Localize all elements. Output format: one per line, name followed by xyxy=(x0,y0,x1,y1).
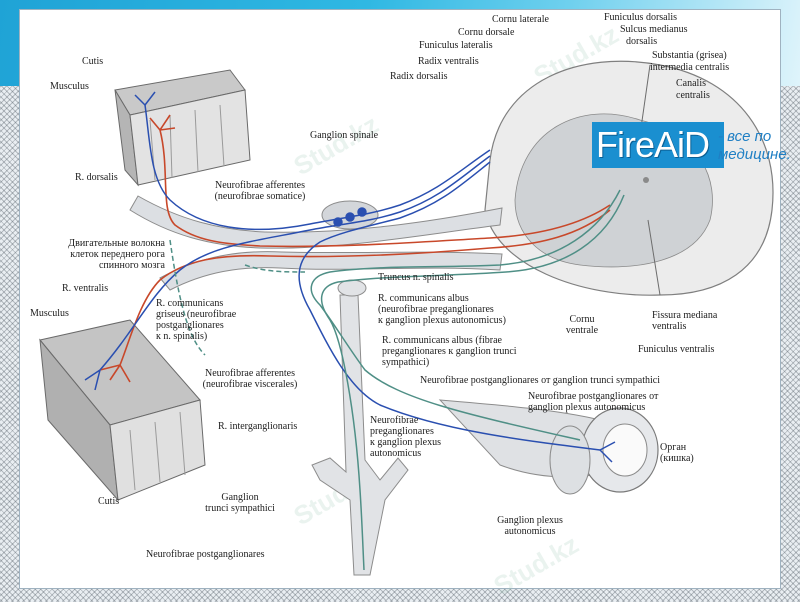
label-funiculus-ventralis: Funiculus ventralis xyxy=(638,344,715,355)
label-ganglion-plexus: Ganglion plexus autonomicus xyxy=(480,515,580,537)
intestine-organ xyxy=(438,399,659,495)
label-line: autonomicus xyxy=(504,526,556,537)
logo-name: FireAiD xyxy=(592,122,724,168)
label-nf-post-plexus: Neurofibrae postganglionares от ganglion… xyxy=(528,391,658,413)
logo-tagline-line: медицине. xyxy=(718,146,791,163)
label-line: Орган xyxy=(660,442,687,453)
label-line: Neurofibrae xyxy=(370,415,419,426)
label-line: Neurofibrae afferentes xyxy=(214,180,306,191)
label-nf-preganglionares: Neurofibrae preganglionares к ganglion p… xyxy=(370,415,441,459)
motor-fibers xyxy=(99,114,611,383)
label-line: Neurofibrae afferentes xyxy=(204,368,296,379)
label-line: клеток переднего рога xyxy=(70,249,165,260)
logo: FireAiD - все по медицине. xyxy=(592,122,800,174)
label-r-interganglionaris: R. interganglionaris xyxy=(218,421,298,432)
label-substantia: Substantia (grisea) xyxy=(652,50,727,61)
label-cornu-dorsale: Cornu dorsale xyxy=(458,27,515,38)
label-line: postganglionares xyxy=(156,320,224,331)
label-r-ventralis: R. ventralis xyxy=(62,283,109,294)
label-musculus-bottom: Musculus xyxy=(30,308,69,319)
label-r-dorsalis: R. dorsalis xyxy=(75,172,118,183)
label-ganglion-trunci: Ganglion trunci sympathici xyxy=(190,492,290,514)
label-organ: Орган (кишка) xyxy=(660,442,694,464)
label-nf-post-bottom: Neurofibrae postganglionares xyxy=(146,549,265,560)
label-line: preganglionares xyxy=(370,426,434,437)
label-intermedia-centralis: intermedia centralis xyxy=(650,62,730,73)
label-line: (кишка) xyxy=(660,453,694,464)
label-r-communicans-griseus: R. communicans griseus (neurofibrae post… xyxy=(156,298,236,342)
label-r-communicans-albus-2: R. communicans albus (fibrae preganglion… xyxy=(382,335,517,368)
label-canalis-centralis: centralis xyxy=(676,90,710,101)
label-funiculus-lateralis: Funiculus lateralis xyxy=(419,40,493,51)
label-line: к n. spinalis) xyxy=(156,331,208,342)
slide-content: Stud.kz Stud.kz Stud.kz Stud.kz xyxy=(20,10,791,601)
label-line: ventralis xyxy=(652,321,687,332)
label-ganglion-spinale: Ganglion spinale xyxy=(310,130,379,141)
label-line: ganglion plexus autonomicus xyxy=(528,402,646,413)
label-line: autonomicus xyxy=(370,448,422,459)
label-radix-dorsalis: Radix dorsalis xyxy=(390,71,448,82)
label-line: (neurofibrae viscerales) xyxy=(202,379,298,390)
logo-tagline-line: - все по xyxy=(718,128,772,145)
label-line: Neurofibrae postganglionares от xyxy=(528,391,659,402)
label-nf-afferentes-somatice: Neurofibrae afferentes (neurofibrae soma… xyxy=(180,180,340,202)
sensory-fibers xyxy=(84,91,616,463)
label-sulcus-medianus: Sulcus medianus xyxy=(620,24,688,35)
label-cutis-top: Cutis xyxy=(82,56,104,67)
label-fissura-mediana: Fissura mediana ventralis xyxy=(652,310,717,332)
label-line: Ganglion xyxy=(221,492,259,503)
label-nf-afferentes-viscerales: Neurofibrae afferentes (neurofibrae visc… xyxy=(175,368,325,390)
label-line: (neurofibrae preganglionares xyxy=(378,304,494,315)
label-truncus: Truncus n. spinalis xyxy=(378,272,454,283)
label-line: Cornu xyxy=(569,314,595,325)
label-line: Ganglion plexus xyxy=(497,515,563,526)
label-line: Fissura mediana xyxy=(652,310,718,321)
label-line: к ganglion plexus autonomicus) xyxy=(378,315,506,326)
label-line: R. communicans xyxy=(156,298,224,309)
label-line: Двигательные волокна xyxy=(68,238,165,249)
label-line: griseus (neurofibrae xyxy=(156,309,237,320)
label-funiculus-dorsalis: Funiculus dorsalis xyxy=(604,12,678,23)
label-r-communicans-albus: R. communicans albus (neurofibrae pregan… xyxy=(378,293,506,326)
label-line: спинного мозга xyxy=(98,260,165,271)
label-line: preganglionares к ganglion trunci xyxy=(382,346,517,357)
label-line: trunci sympathici xyxy=(205,503,275,514)
label-canalis: Canalis xyxy=(676,78,706,89)
label-sulcus-dorsalis: dorsalis xyxy=(626,36,658,47)
label-motor-fibers: Двигательные волокна клеток переднего ро… xyxy=(20,238,165,271)
label-cornu-ventrale: Cornu ventrale xyxy=(552,314,612,336)
sympathetic-trunk xyxy=(311,279,409,576)
label-line: sympathici) xyxy=(382,357,430,368)
label-cornu-laterale: Cornu laterale xyxy=(492,14,549,25)
label-cutis-bottom: Cutis xyxy=(98,496,120,507)
label-line: R. communicans albus xyxy=(378,293,469,304)
skin-muscle-block-bottom xyxy=(39,319,206,502)
autonomic-fibers xyxy=(169,189,625,571)
label-line: (neurofibrae somatice) xyxy=(214,191,306,202)
label-nf-post-trunci: Neurofibrae postganglionares от ganglion… xyxy=(420,375,661,386)
label-line: R. communicans albus (fibrae xyxy=(382,335,502,346)
diagram-illustration xyxy=(39,60,774,576)
label-line: ventrale xyxy=(565,325,599,336)
label-radix-ventralis: Radix ventralis xyxy=(418,56,479,67)
label-line: к ganglion plexus xyxy=(370,437,441,448)
skin-muscle-block-top xyxy=(114,69,251,187)
logo-tagline: - все по медицине. xyxy=(718,128,791,164)
label-musculus-top: Musculus xyxy=(50,81,89,92)
